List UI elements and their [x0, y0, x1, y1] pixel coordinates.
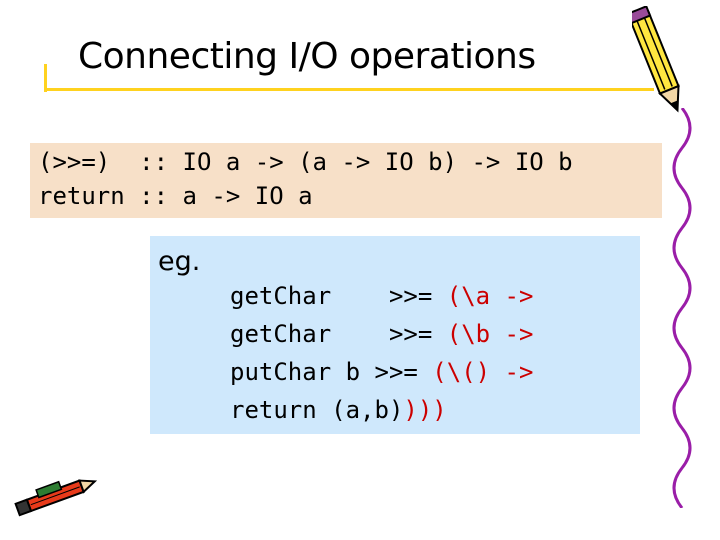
code-paren: (\() ->: [432, 358, 534, 386]
type-signature-box: [30, 143, 662, 218]
code-paren: ))): [403, 396, 447, 424]
code-line-1: getChar >>= (\a ->: [230, 282, 533, 310]
example-label: eg.: [158, 246, 201, 277]
squiggle-decoration: [672, 108, 692, 508]
code-text: getChar >>=: [230, 282, 447, 310]
bind-signature: (>>=) :: IO a -> (a -> IO b) -> IO b: [38, 148, 573, 176]
title-underline: [44, 88, 654, 91]
code-line-4: return (a,b)))): [230, 396, 447, 424]
code-paren: (\a ->: [446, 282, 534, 310]
code-text: putChar b >>=: [230, 358, 433, 386]
code-line-3: putChar b >>= (\() ->: [230, 358, 533, 386]
pencil-icon: [632, 6, 680, 113]
code-line-2: getChar >>= (\b ->: [230, 320, 533, 348]
slide-title: Connecting I/O operations: [78, 36, 536, 77]
title-rule-tick: [44, 64, 47, 92]
example-box: [150, 236, 640, 434]
code-paren: (\b ->: [446, 320, 534, 348]
code-text: return (a,b): [230, 396, 404, 424]
code-text: getChar >>=: [230, 320, 447, 348]
pencil-clip-icon: [14, 479, 98, 517]
return-signature: return :: a -> IO a: [38, 182, 313, 210]
